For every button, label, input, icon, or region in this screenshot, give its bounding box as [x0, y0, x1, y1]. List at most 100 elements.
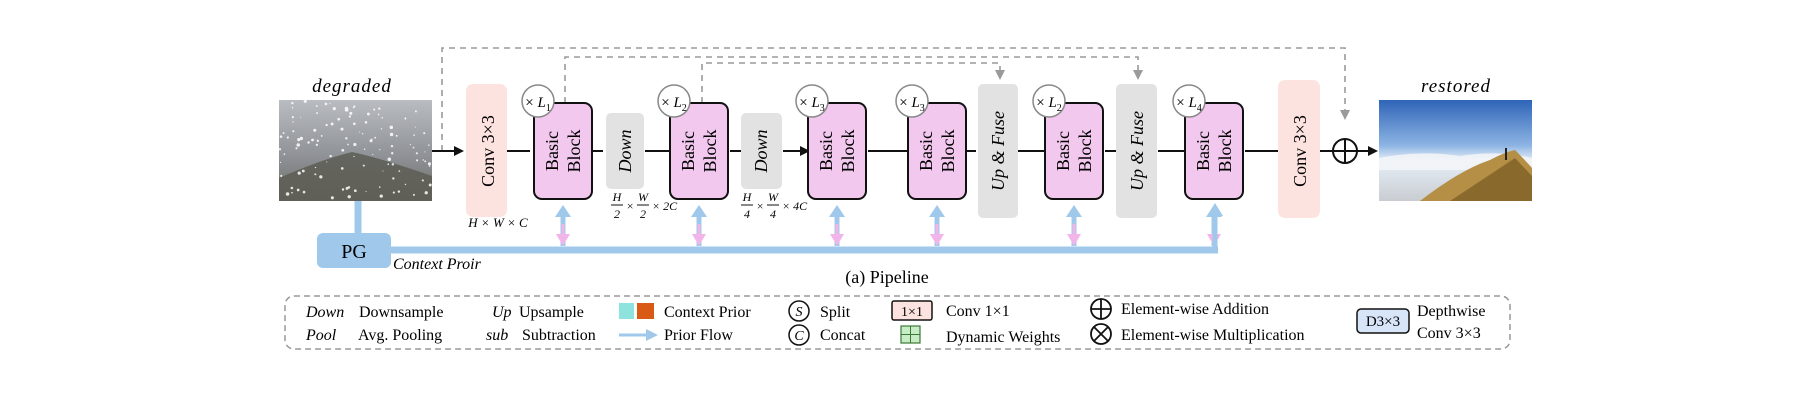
depthwise-conv-icon: D3×3 — [1356, 308, 1410, 334]
svg-text:1×1: 1×1 — [901, 305, 923, 320]
context-prior-swatch-teal — [619, 303, 634, 319]
basic-block-label: Block — [1215, 130, 1235, 173]
repeat-count-badge: × L2 — [1032, 84, 1066, 118]
svg-text:Conv 3×3: Conv 3×3 — [1417, 325, 1481, 342]
svg-text:Conv 3×3: Conv 3×3 — [478, 115, 498, 187]
svg-text:S: S — [796, 305, 803, 320]
svg-text:Conv 3×3: Conv 3×3 — [1290, 115, 1310, 187]
repeat-count-badge: × L2 — [657, 84, 691, 118]
element-wise-addition-legend-icon — [1090, 298, 1112, 320]
prior-generator-block: PG — [317, 233, 391, 268]
svg-text:C: C — [794, 329, 804, 344]
basic-block-label: Basic — [1193, 131, 1213, 171]
svg-text:× L4: × L4 — [1176, 95, 1202, 114]
conv-block-input: Conv 3×3 — [466, 84, 507, 217]
dim-label-3: H 4 × W 4 × 4C — [741, 190, 808, 221]
svg-text:× L3: × L3 — [799, 95, 825, 114]
basic-block-label: Basic — [678, 131, 698, 171]
svg-text:4: 4 — [744, 207, 750, 221]
svg-text:× L2: × L2 — [661, 95, 687, 114]
svg-text:Element-wise Addition: Element-wise Addition — [1121, 301, 1269, 318]
svg-text:W: W — [768, 190, 779, 204]
dim-label-1: H × W × C — [467, 215, 528, 230]
conv-block-output: Conv 3×3 — [1278, 80, 1320, 218]
svg-text:PG: PG — [341, 241, 367, 263]
prior-flow — [354, 201, 1223, 254]
basic-block-label: Basic — [916, 131, 936, 171]
up-fuse-block-2: Up & Fuse — [1116, 84, 1157, 218]
svg-text:Depthwise: Depthwise — [1417, 303, 1485, 320]
svg-text:H: H — [742, 190, 753, 204]
context-prior-label: Context Proir — [393, 256, 482, 273]
svg-text:× L2: × L2 — [1036, 95, 1062, 114]
svg-text:Prior Flow: Prior Flow — [664, 327, 733, 344]
svg-text:× 4C: × 4C — [782, 199, 808, 213]
restored-image — [1379, 100, 1532, 201]
skip-connections — [441, 47, 1350, 151]
repeat-count-badge: × L1 — [521, 84, 555, 118]
svg-text:Pool: Pool — [305, 327, 337, 344]
repeat-count-badge: × L3 — [795, 84, 829, 118]
svg-text:× L1: × L1 — [525, 95, 551, 114]
down-block-1: Down — [606, 113, 644, 189]
svg-text:Subtraction: Subtraction — [522, 327, 596, 344]
svg-text:2: 2 — [640, 207, 646, 221]
svg-text:Upsample: Upsample — [519, 304, 584, 321]
svg-text:Dynamic Weights: Dynamic Weights — [946, 329, 1060, 346]
svg-text:4: 4 — [770, 207, 776, 221]
split-icon: S — [788, 300, 810, 322]
svg-text:Split: Split — [820, 304, 851, 321]
prior-arrow — [1066, 205, 1082, 246]
basic-block-label: Basic — [542, 131, 562, 171]
dim-label-2: H 2 × W 2 × 2C — [611, 190, 678, 221]
svg-text:Context Prior: Context Prior — [664, 304, 751, 321]
basic-block-label: Basic — [816, 131, 836, 171]
svg-text:Up & Fuse: Up & Fuse — [1127, 111, 1147, 191]
svg-text:× L3: × L3 — [899, 95, 925, 114]
basic-block-label: Block — [938, 130, 958, 173]
dynamic-weights-icon — [900, 325, 921, 344]
svg-text:Element-wise Multiplication: Element-wise Multiplication — [1121, 327, 1305, 344]
context-prior-swatch-orange — [637, 303, 654, 319]
basic-block-label: Block — [700, 130, 720, 173]
element-wise-addition-icon — [1332, 138, 1358, 164]
repeat-count-badge: × L4 — [1172, 84, 1206, 118]
prior-arrow — [555, 205, 571, 246]
prior-arrow — [929, 205, 945, 246]
down-block-2: Down — [741, 113, 782, 189]
svg-text:Down: Down — [615, 129, 635, 173]
prior-arrow — [829, 205, 845, 246]
output-label: restored — [1421, 76, 1491, 97]
svg-text:D3×3: D3×3 — [1366, 314, 1400, 330]
svg-text:Avg. Pooling: Avg. Pooling — [358, 327, 442, 344]
svg-text:Concat: Concat — [820, 327, 866, 344]
concat-icon: C — [788, 324, 810, 346]
svg-text:× 2C: × 2C — [652, 199, 678, 213]
prior-arrow — [691, 205, 707, 246]
svg-text:Up & Fuse: Up & Fuse — [988, 111, 1008, 191]
conv1x1-icon: 1×1 — [891, 300, 933, 321]
element-wise-multiplication-legend-icon — [1090, 323, 1112, 345]
svg-text:H: H — [612, 190, 623, 204]
svg-text:Up: Up — [492, 304, 512, 321]
svg-text:×: × — [756, 199, 764, 213]
up-fuse-block-1: Up & Fuse — [978, 84, 1018, 218]
input-label: degraded — [312, 76, 392, 97]
svg-text:Conv 1×1: Conv 1×1 — [946, 303, 1010, 320]
svg-text:Down: Down — [751, 129, 771, 173]
svg-text:Downsample: Downsample — [359, 304, 443, 321]
svg-text:Down: Down — [305, 304, 344, 321]
prior-arrow-output — [1207, 203, 1223, 250]
basic-block-label: Block — [1075, 130, 1095, 173]
svg-text:W: W — [638, 190, 649, 204]
figure-caption: (a) Pipeline — [845, 267, 928, 288]
svg-text:2: 2 — [614, 207, 620, 221]
